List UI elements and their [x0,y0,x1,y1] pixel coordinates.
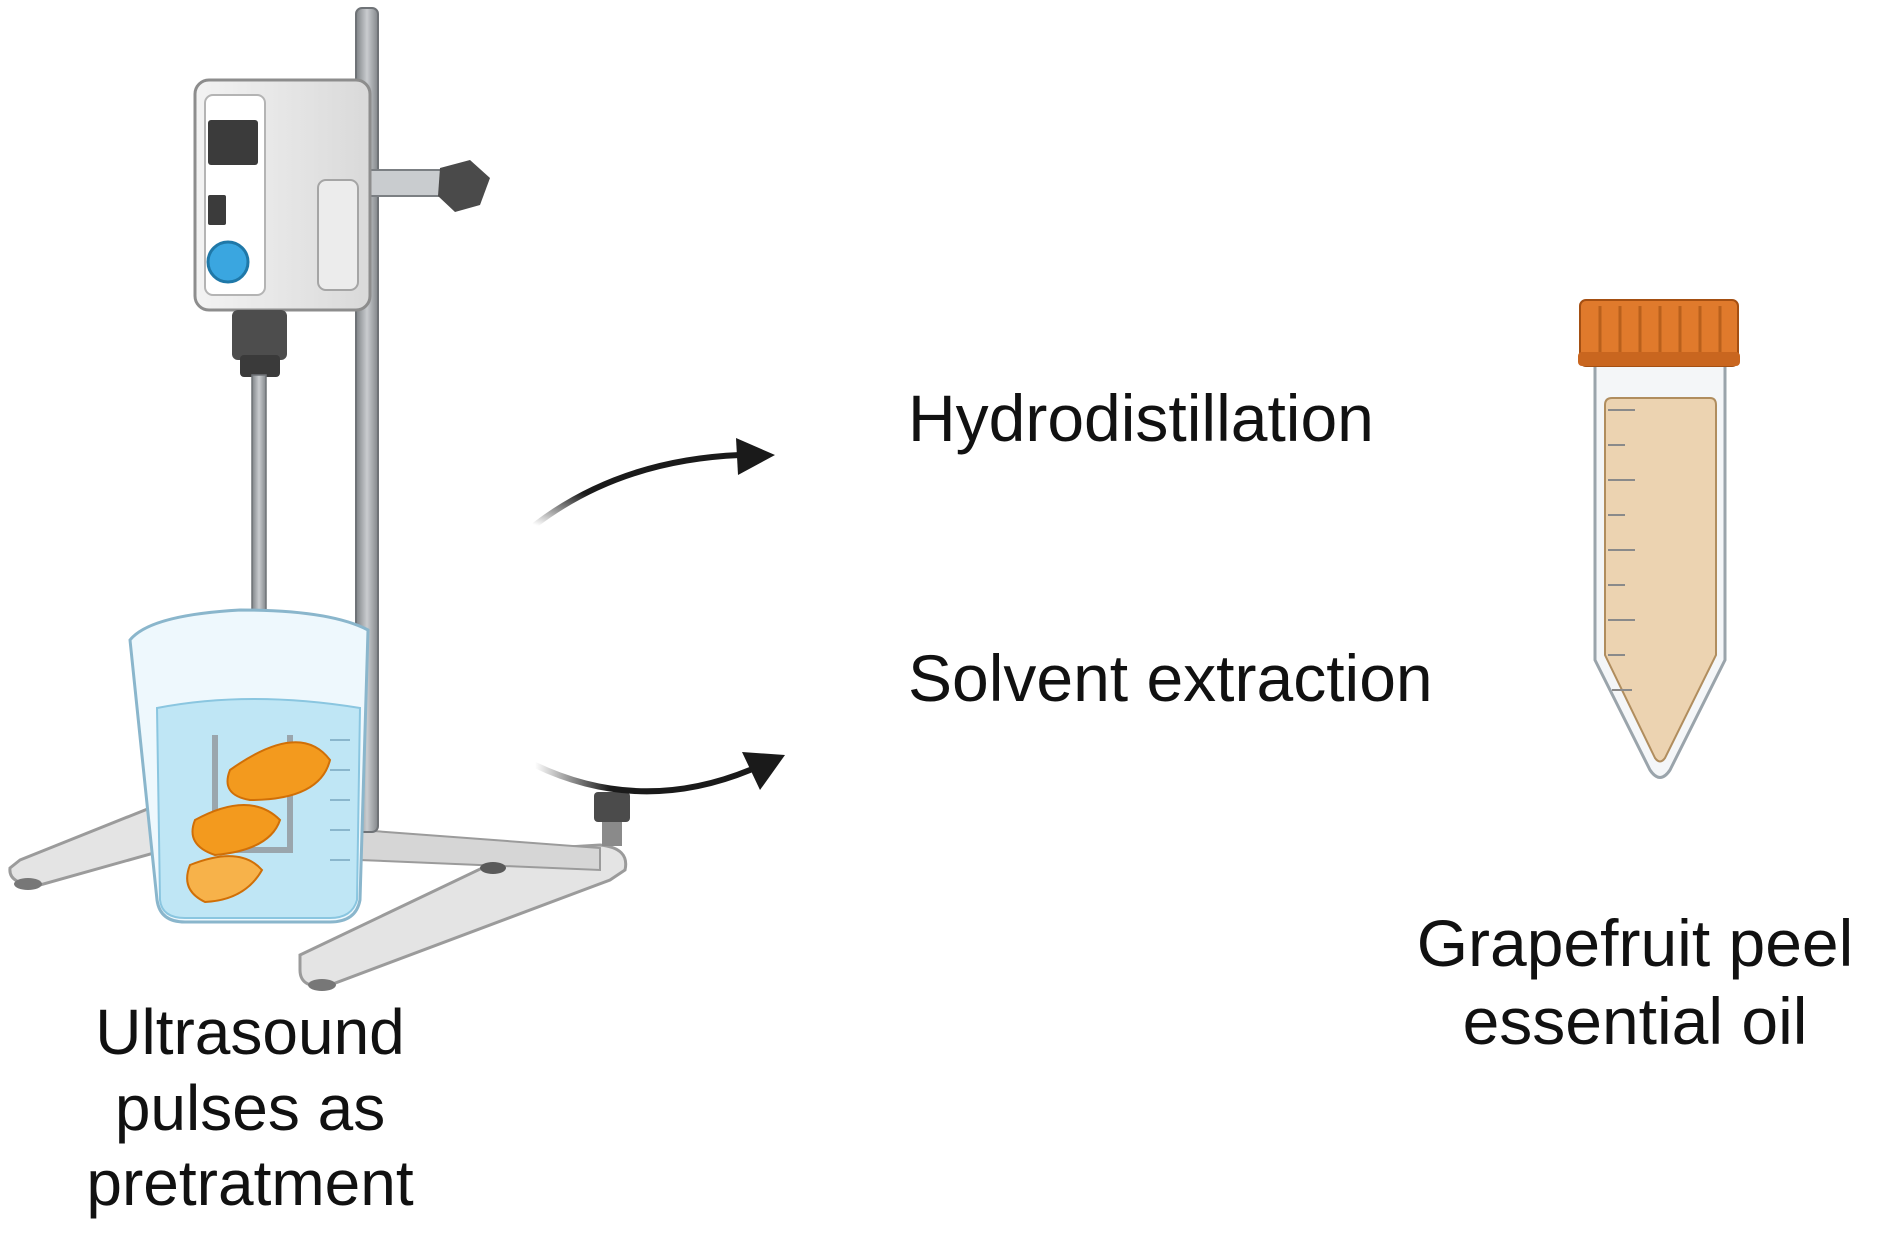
speed-knob [206,240,250,284]
essential-oil-label-line-1: Grapefruit peel [1416,906,1854,980]
pretreatment-label-line-1: Ultrasound [95,996,405,1068]
arrow-to-solvent-extraction [532,752,785,795]
solvent-extraction-label: Solvent extraction [908,641,1433,715]
grapefruit-peel [186,741,332,904]
essential-oil [1604,397,1717,763]
pretreatment-label-line-3: pretratment [86,1147,414,1220]
pretreatment-label: Ultrasound pulses as pretratment [20,995,480,1222]
motor-head [193,78,372,312]
chuck [232,310,287,377]
clamp [365,160,490,212]
pretreatment-label-line-2: pulses as [114,1071,386,1144]
base-knob [594,792,630,846]
essential-oil-label: Grapefruit peel essential oil [1400,905,1870,1061]
arrow-to-hydrodistillation [532,438,775,528]
centrifuge-tube-icon [1578,299,1740,779]
essential-oil-label-line-2: essential oil [1462,983,1808,1058]
display-screen [208,120,258,165]
ultrasound-stirrer-illustration [8,7,630,991]
power-switch [208,195,226,225]
hydrodistillation-label: Hydrodistillation [908,381,1374,455]
